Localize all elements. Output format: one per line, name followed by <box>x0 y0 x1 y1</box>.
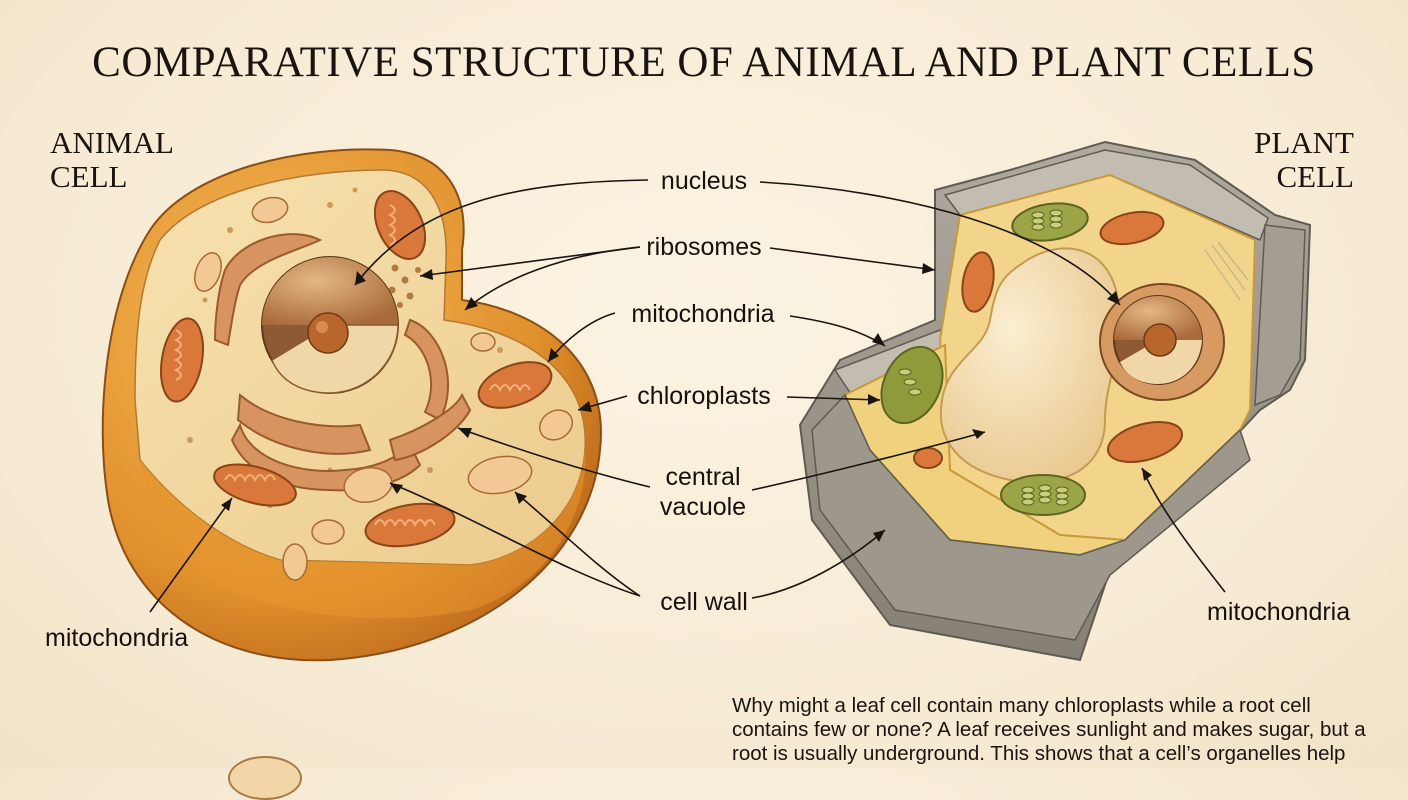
plant-heading-line-1: PLANT <box>1254 125 1354 160</box>
label-central-vacuole-line-2: vacuole <box>659 493 747 521</box>
note-line-1: Why might a leaf cell contain many chlor… <box>732 694 1311 717</box>
animal-vesicles <box>194 196 574 581</box>
animal-cell-heading: ANIMAL CELL <box>50 126 250 194</box>
label-cell-wall: cell wall <box>660 588 748 616</box>
plant-heading-line-2: CELL <box>1276 159 1355 194</box>
label-central-vacuole-line-1: central <box>665 463 741 491</box>
label-nucleus: nucleus <box>660 167 748 195</box>
animal-nucleus <box>261 256 399 394</box>
label-mitochondria: mitochondria <box>631 300 775 328</box>
note-line-2: contains few or none? A leaf receives su… <box>732 718 1366 741</box>
label-animal-mitochondria: mitochondria <box>45 624 189 652</box>
plant-wall-base <box>811 393 1251 641</box>
plant-cell-heading: PLANT CELL <box>1154 126 1354 194</box>
question-note: Why might a leaf cell contain many chlor… <box>732 694 1372 766</box>
plant-mitochondria-group <box>913 210 1183 469</box>
label-chloroplasts: chloroplasts <box>637 382 771 410</box>
note-line-3: root is usually underground. This shows … <box>732 742 1346 765</box>
page-title: COMPARATIVE STRUCTURE OF ANIMAL AND PLAN… <box>92 39 1316 86</box>
animal-mitochondria-cristae <box>173 204 531 528</box>
plant-cell-wall-right-face <box>1254 224 1306 407</box>
animal-membrane-lower-lip <box>140 450 586 619</box>
plant-chloroplasts <box>880 202 1089 516</box>
cell-illustration <box>101 140 1312 662</box>
plant-cytoplasm-streaks <box>1204 241 1249 301</box>
animal-heading-line-1: ANIMAL <box>50 125 174 160</box>
callout-arrowheads <box>221 263 1152 542</box>
animal-heading-line-2: CELL <box>50 159 128 194</box>
plant-nucleus <box>1099 283 1225 401</box>
label-plant-mitochondria: mitochondria <box>1207 598 1351 626</box>
plant-cell <box>798 140 1312 662</box>
partial-organelle-bottom <box>228 756 302 800</box>
label-central-vacuole: central vacuole <box>660 462 746 522</box>
animal-cell <box>101 148 602 662</box>
label-ribosomes: ribosomes <box>646 233 762 261</box>
